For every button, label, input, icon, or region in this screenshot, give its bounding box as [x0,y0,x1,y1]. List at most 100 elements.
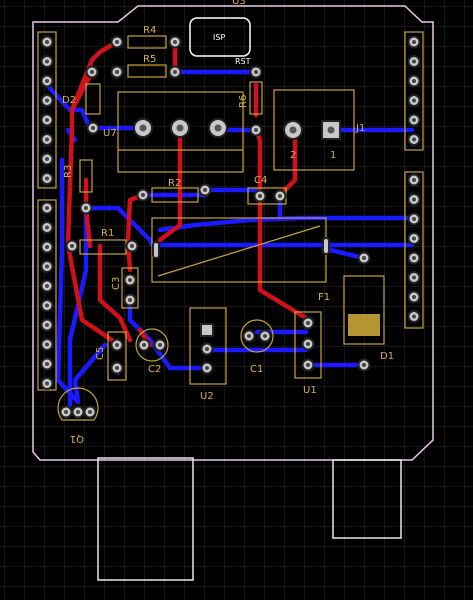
label-f1: F1 [318,292,330,303]
header-right-lower-pad-hole [412,295,416,299]
header-left-lower-pad-hole [45,362,49,366]
header-left-lower-pad-hole [45,284,49,288]
header-left-lower-pad-hole [45,225,49,230]
header-right-lower-pad-hole [412,217,416,221]
label-rst: RST [235,57,251,66]
header-left-lower-pad-hole [45,323,49,327]
header-left-upper-pad-hole [45,137,49,142]
header-left-lower-pad-hole [45,303,49,308]
label-d1: D1 [380,351,394,362]
header-right-lower-pad-hole [412,275,416,280]
label-u7: U7 [103,128,117,139]
u7-pad-hole [139,124,147,132]
header-left-upper-pad-hole [45,157,49,161]
r5-pad-hole [90,70,94,74]
header-left-upper-pad-hole [45,98,49,103]
d2-pad-hole [91,126,95,130]
r5-pad-hole [173,70,177,74]
j1-pad-2-hole [289,126,297,134]
label-q1: Q1 [70,433,84,444]
q1-pad-hole [88,410,92,414]
c1-pad-hole [247,334,251,338]
header-right-upper-pad-hole [412,98,416,103]
label-u3: U3 [232,0,246,7]
u2-pad [200,323,214,337]
label-c3: C3 [111,277,122,290]
header-right-lower-pad-hole [412,236,416,241]
label-r6: R6 [238,95,249,108]
header-left-lower-pad-hole [45,264,49,269]
label-r4: R4 [143,25,156,36]
crystal-pad [152,241,160,259]
c3-pad-hole [128,298,132,302]
header-right-upper-pad-hole [412,40,416,44]
r6-pad-hole [254,128,258,132]
header-left-lower-pad-hole [45,342,49,347]
d1-pad-hole [362,363,366,367]
header-left-upper-pad-hole [45,118,49,122]
header-right-lower-pad-hole [412,314,416,319]
label-r1: R1 [101,228,114,239]
header-right-upper-pad-hole [412,59,416,64]
u7-pad-hole [176,124,184,132]
u1-pad-hole [306,363,310,367]
r4-pad-hole [173,40,177,44]
label-r5: R5 [143,54,156,65]
label-j1-pin1: 1 [330,150,336,161]
c5-pad-hole [115,343,119,347]
r1-pad-hole [130,244,134,248]
u1-pad-hole [306,321,310,325]
c5-pad-hole [115,366,119,370]
header-left-lower-pad-hole [45,381,49,386]
q1-pad-hole [76,410,80,414]
label-d2: D2 [62,95,76,106]
header-left-upper-pad-hole [45,176,49,181]
header-left-upper-pad-hole [45,79,49,83]
r1-pad-hole [70,244,74,248]
label-u1: U1 [303,385,317,396]
u2-pad-hole [205,366,209,370]
j1-pad-1-hole [327,126,335,134]
pads [40,35,421,419]
crystal-pad [322,237,330,255]
label-c1: C1 [250,364,263,375]
header-left-lower-pad-hole [45,245,49,249]
usb-connector-outline [97,457,194,581]
label-j1: J1 [355,123,365,134]
header-left-lower-pad-hole [45,206,49,210]
r3-pad-hole [84,206,88,210]
label-r2: R2 [168,178,181,189]
header-right-lower-pad-hole [412,256,416,260]
u2-pad-hole [205,347,209,351]
label-j1-pin2: 2 [290,150,296,161]
board-outline [32,5,434,461]
label-r3: R3 [63,165,74,178]
header-right-lower-pad-hole [412,197,416,202]
header-right-lower-pad-hole [412,178,416,182]
header-right-upper-pad-hole [412,79,416,83]
label-c2: C2 [148,364,161,375]
label-isp: ISP [213,33,225,42]
header-left-upper-pad-hole [45,59,49,64]
c2-pad-hole [158,343,162,347]
header-left-upper-pad-hole [45,40,49,44]
c3-pad-hole [128,278,132,282]
c4-pad-hole [278,194,282,198]
f1-pad-hole [362,256,366,260]
header-right-upper-pad-hole [412,137,416,142]
c4-pad-hole [258,194,262,198]
r2-pad-hole [203,188,207,192]
label-c4: C4 [254,175,267,186]
header-right-upper-pad-hole [412,118,416,122]
u7-pad-hole [214,124,222,132]
c1-pad-hole [263,334,267,338]
power-jack-outline [332,459,402,539]
r2-pad-hole [141,193,145,197]
r5-pad-hole [115,70,119,74]
label-u2: U2 [200,391,214,402]
q1-pad-hole [64,410,68,414]
label-c5: C5 [95,347,106,360]
c2-pad-hole [142,343,146,347]
